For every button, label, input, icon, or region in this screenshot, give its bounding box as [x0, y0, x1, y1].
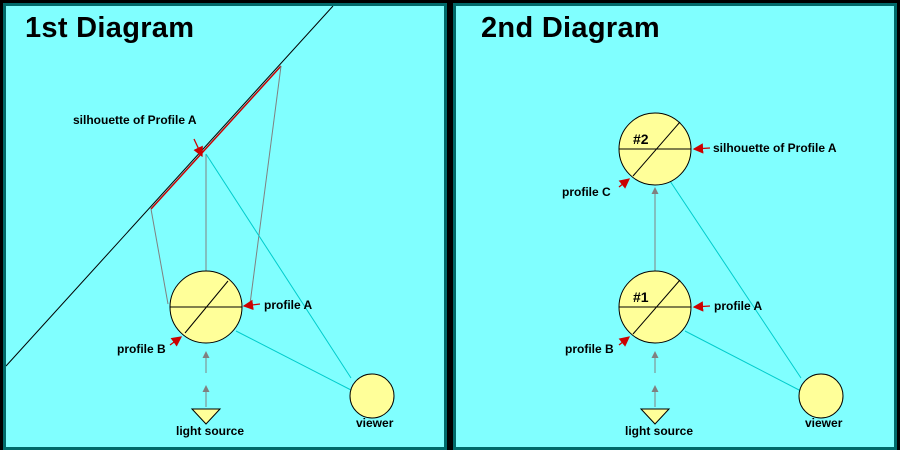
light-source-label: light source [176, 424, 244, 438]
profile-b-label: profile B [565, 342, 614, 356]
disk-2-profile-c-line [632, 121, 681, 177]
diagram-2-canvas: #2 #1 silhouette of Profile A profile C … [562, 112, 844, 438]
wall-line [6, 6, 334, 367]
viewer-label: viewer [805, 416, 843, 430]
disk-2-label: #2 [633, 131, 649, 147]
viewer-ray-to-disk-2 [669, 180, 802, 379]
silhouette-arrow [193, 138, 203, 158]
profile-a-label: profile A [264, 298, 313, 312]
silhouette-segment [150, 65, 282, 210]
diagram-2-title: 2nd Diagram [481, 12, 660, 44]
disk-1-profile-b-line [632, 279, 681, 335]
silhouette-label: silhouette of Profile A [73, 113, 197, 127]
diagram-2-panel: 2nd Diagram #2 #1 [453, 3, 897, 450]
light-source-label: light source [625, 424, 693, 438]
profile-a-label: profile A [714, 299, 763, 313]
profile-b-line [184, 280, 229, 334]
diagram-1-panel: 1st Diagram [3, 3, 447, 450]
projection-line-left [150, 208, 169, 305]
viewer-ray-to-silhouette [205, 153, 352, 379]
viewer-ray-to-disk-1 [684, 330, 802, 392]
profile-a-arrow [242, 299, 261, 311]
profile-a-arrow [692, 301, 711, 312]
viewer-disk [349, 373, 395, 419]
silhouette-label: silhouette of Profile A [713, 141, 837, 155]
light-source-triangle [639, 408, 671, 425]
profile-b-label: profile B [117, 342, 166, 356]
diagram-1-canvas: silhouette of Profile A profile A profil… [6, 6, 395, 438]
disk-1-label: #1 [633, 289, 649, 305]
light-source-triangle [190, 408, 222, 425]
profile-c-label: profile C [562, 185, 611, 199]
viewer-disk [798, 373, 844, 419]
projection-line-right [249, 65, 282, 305]
viewer-label: viewer [356, 416, 394, 430]
profile-b-arrow [169, 336, 183, 347]
profile-c-arrow [618, 178, 631, 189]
diagram-1-title: 1st Diagram [25, 12, 195, 44]
profile-b-arrow [618, 336, 631, 347]
viewer-ray-to-disk [235, 330, 352, 391]
silhouette-arrow [692, 143, 711, 154]
